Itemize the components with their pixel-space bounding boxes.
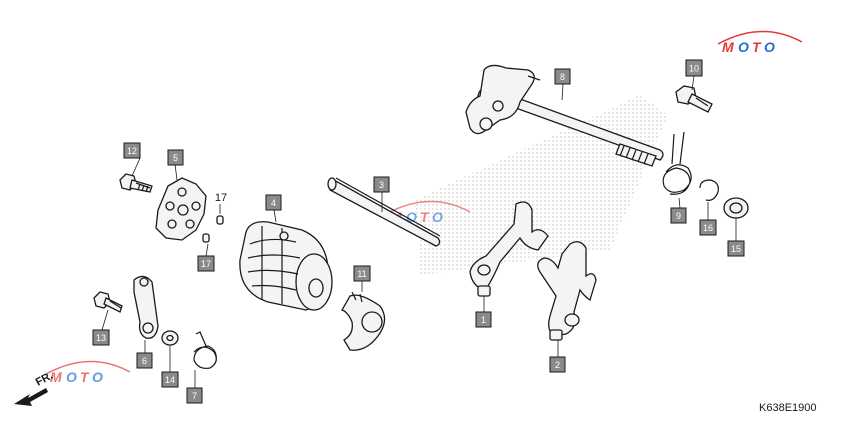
callout-4: 4 xyxy=(265,194,282,211)
svg-text:16: 16 xyxy=(703,223,713,233)
dowel-pins-17 xyxy=(202,215,224,243)
callout-17: 17 xyxy=(197,255,215,272)
bolt-12 xyxy=(119,173,153,193)
callout-3: 3 xyxy=(373,176,390,193)
svg-text:15: 15 xyxy=(731,244,741,254)
return-spring-9 xyxy=(662,131,692,195)
callout-16: 16 xyxy=(699,219,717,236)
svg-text:M: M xyxy=(50,369,62,385)
svg-text:2: 2 xyxy=(555,360,560,370)
watermark-logo-bottom-left: M O T O xyxy=(45,360,131,385)
svg-text:O: O xyxy=(92,369,103,385)
shift-fork-1 xyxy=(469,201,549,297)
svg-text:4: 4 xyxy=(271,198,276,208)
svg-text:T: T xyxy=(752,39,762,55)
bolt-13 xyxy=(93,291,123,313)
svg-text:O: O xyxy=(738,39,749,55)
shift-drum-plate-5 xyxy=(155,177,207,241)
stopper-plate-11 xyxy=(341,291,386,351)
spring-7 xyxy=(193,331,217,369)
svg-text:1: 1 xyxy=(481,315,486,325)
svg-text:O: O xyxy=(406,209,417,225)
callout-2: 2 xyxy=(549,356,566,373)
dotted-watermark-area xyxy=(415,95,668,275)
gearshift-spindle-8 xyxy=(465,64,664,167)
callout-10: 10 xyxy=(685,59,703,77)
callout-6: 6 xyxy=(136,352,153,369)
svg-text:O: O xyxy=(432,209,443,225)
svg-text:7: 7 xyxy=(192,391,197,401)
svg-text:O: O xyxy=(66,369,77,385)
shift-fork-2 xyxy=(537,241,597,341)
circlip-16 xyxy=(699,179,719,201)
shift-fork-shaft-3 xyxy=(327,177,441,247)
svg-text:8: 8 xyxy=(560,72,565,82)
callout-5: 5 xyxy=(167,149,184,166)
diagram-code: K638E1900 xyxy=(759,402,817,414)
front-direction-arrow-icon xyxy=(14,388,48,406)
callout-7: 7 xyxy=(186,387,203,404)
callout-1: 1 xyxy=(475,311,492,328)
svg-text:13: 13 xyxy=(96,333,106,343)
svg-text:17: 17 xyxy=(201,259,211,269)
svg-text:3: 3 xyxy=(379,180,384,190)
svg-text:T: T xyxy=(80,369,90,385)
callout-12: 12 xyxy=(123,142,141,159)
svg-text:M: M xyxy=(722,39,734,55)
callout-8: 8 xyxy=(554,68,571,85)
stopper-arm-6 xyxy=(133,275,159,339)
svg-text:T: T xyxy=(420,209,430,225)
svg-text:12: 12 xyxy=(127,146,137,156)
callout-15: 15 xyxy=(727,240,745,257)
svg-text:11: 11 xyxy=(357,269,366,279)
svg-text:O: O xyxy=(764,39,775,55)
plain-label-17: 17 xyxy=(215,192,227,204)
callout-14: 14 xyxy=(161,371,179,388)
bolt-10 xyxy=(675,85,713,113)
watermark-logo-top-right: M O T O xyxy=(717,30,803,55)
svg-text:9: 9 xyxy=(676,211,681,221)
svg-text:10: 10 xyxy=(689,64,699,74)
shift-drum-4 xyxy=(239,221,333,311)
svg-text:6: 6 xyxy=(142,356,147,366)
callout-13: 13 xyxy=(92,329,110,346)
svg-text:5: 5 xyxy=(173,153,178,163)
svg-text:14: 14 xyxy=(165,375,175,385)
callout-9: 9 xyxy=(670,207,687,224)
washer-14 xyxy=(161,330,179,346)
callout-11: 11 xyxy=(353,265,371,282)
washer-15 xyxy=(723,197,749,219)
